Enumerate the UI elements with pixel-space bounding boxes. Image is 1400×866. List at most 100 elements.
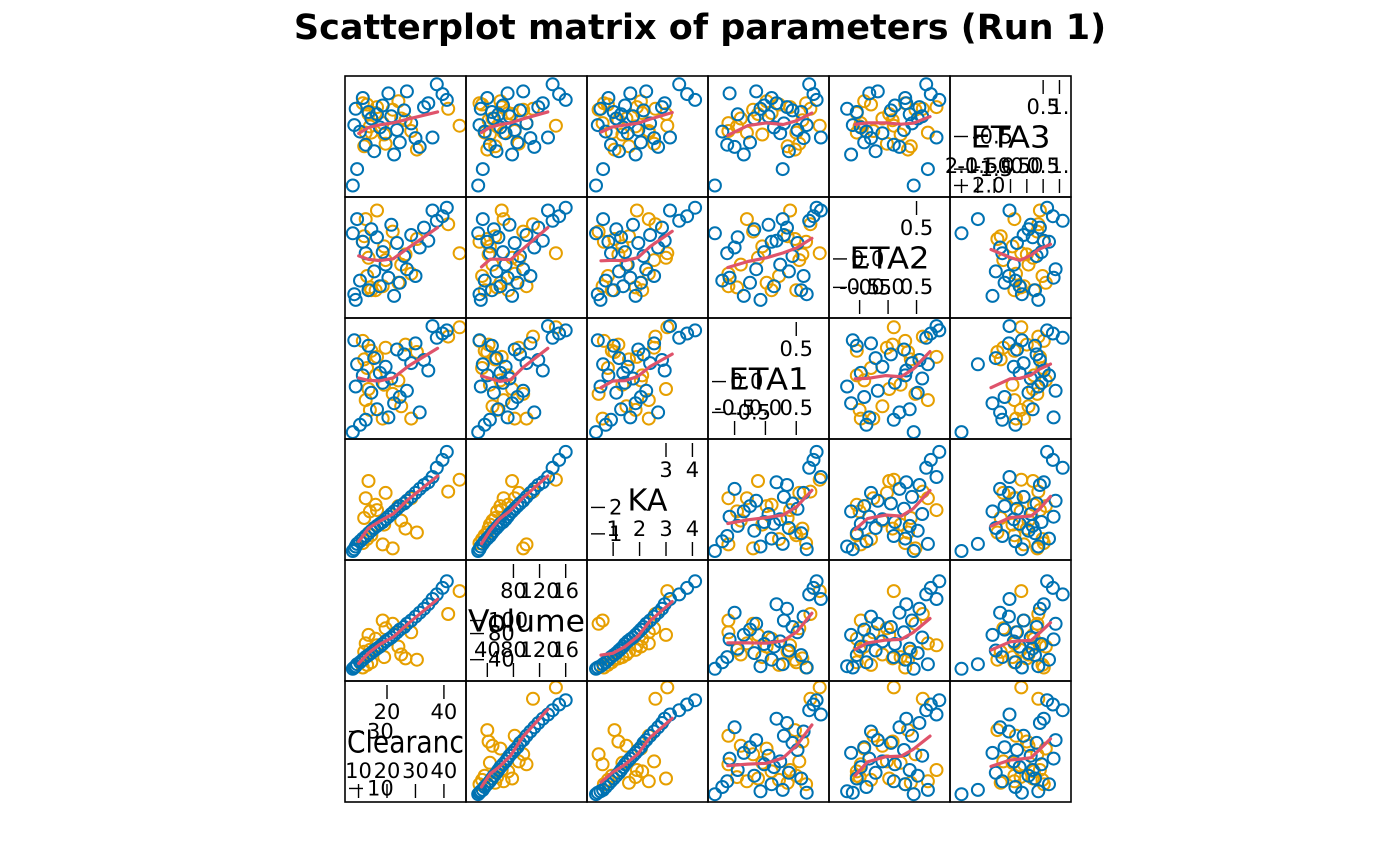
data-point-group2 — [915, 507, 930, 521]
data-point-group2 — [906, 787, 921, 802]
data-point-group1 — [660, 584, 675, 599]
tick-label: 40 — [488, 648, 515, 672]
data-point-group2 — [868, 643, 883, 658]
data-point-group2 — [727, 605, 742, 620]
data-point-group2 — [1010, 743, 1024, 757]
data-point-group1 — [783, 203, 798, 218]
data-point-group2 — [722, 86, 737, 101]
data-point-group2 — [489, 264, 504, 279]
data-point-group1 — [929, 638, 944, 653]
data-point-group2 — [886, 137, 901, 152]
data-point-group1 — [898, 536, 913, 551]
data-point-group2 — [776, 228, 791, 242]
tick-label: 1 — [609, 522, 622, 546]
data-point-group2 — [813, 130, 828, 145]
data-point-group1 — [920, 393, 935, 408]
smoother-line — [853, 616, 932, 651]
data-point-group1 — [409, 652, 424, 667]
data-point-group2 — [844, 396, 859, 411]
data-point-group2 — [813, 470, 828, 484]
data-point-group2 — [910, 523, 925, 538]
data-point-group2 — [757, 98, 772, 113]
data-point-group2 — [902, 107, 917, 122]
data-point-group1 — [591, 386, 606, 401]
data-point-group2 — [1029, 347, 1044, 362]
data-point-group2 — [541, 203, 555, 218]
data-point-group2 — [1042, 234, 1056, 249]
tick-label: 0.0 — [749, 396, 782, 420]
data-point-group2 — [802, 77, 817, 92]
tick-label: 1. — [1049, 95, 1069, 119]
data-point-group2 — [899, 711, 914, 726]
data-point-group2 — [920, 536, 935, 551]
data-point-group2 — [799, 542, 814, 557]
data-point-group1 — [721, 728, 736, 743]
data-point-group2 — [875, 754, 890, 769]
tick-label: 2.0 — [972, 173, 1005, 197]
data-point-group2 — [663, 319, 677, 334]
data-point-group2 — [715, 780, 730, 794]
data-point-group2 — [781, 643, 796, 658]
data-point-group1 — [619, 738, 634, 753]
data-point-group1 — [660, 118, 675, 133]
data-point-group2 — [1016, 613, 1031, 628]
data-point-group1 — [885, 521, 900, 536]
data-point-group2 — [439, 200, 454, 215]
tick-label: 2 — [633, 517, 646, 541]
data-point-group2 — [475, 357, 490, 372]
data-point-group2 — [552, 452, 567, 467]
data-point-group2 — [794, 648, 809, 663]
data-point-group2 — [1002, 203, 1017, 218]
panel-border — [586, 196, 709, 319]
data-point-group2 — [864, 724, 878, 739]
data-point-group2 — [809, 444, 824, 459]
data-point-group2 — [727, 481, 742, 496]
data-point-group2 — [589, 178, 603, 193]
data-point-group2 — [353, 417, 367, 432]
variable-label-volume: Volume — [468, 605, 585, 640]
data-point-group1 — [375, 613, 390, 628]
data-point-group2 — [541, 130, 555, 145]
smoother-line — [479, 226, 550, 269]
data-point-group2 — [840, 101, 855, 116]
data-point-group2 — [954, 661, 969, 676]
data-point-group1 — [377, 239, 392, 254]
data-point-group2 — [633, 135, 648, 150]
data-point-group1 — [629, 349, 644, 364]
data-point-group2 — [954, 787, 969, 802]
data-point-group2 — [404, 356, 419, 371]
data-point-group2 — [870, 493, 885, 508]
data-point-group2 — [589, 661, 603, 676]
data-point-group1 — [485, 738, 500, 753]
data-point-group1 — [441, 101, 456, 116]
data-point-group1 — [641, 774, 656, 789]
data-point-group2 — [609, 385, 624, 400]
data-point-group1 — [647, 754, 662, 769]
data-point-group2 — [502, 217, 517, 232]
data-point-group2 — [1001, 609, 1016, 624]
data-point-group2 — [905, 489, 919, 504]
data-point-group2 — [364, 111, 379, 126]
data-point-group2 — [859, 124, 874, 139]
data-point-group2 — [796, 269, 811, 283]
data-point-group2 — [345, 661, 360, 676]
data-point-group2 — [736, 627, 751, 642]
data-point-group2 — [500, 86, 515, 101]
data-point-group1 — [378, 136, 393, 151]
data-point-group1 — [526, 691, 540, 706]
data-point-group2 — [844, 627, 859, 642]
data-point-group2 — [1014, 660, 1029, 675]
data-point-group2 — [932, 574, 947, 589]
data-point-group2 — [1025, 402, 1040, 417]
data-point-group2 — [417, 100, 431, 115]
data-point-group2 — [516, 84, 531, 99]
data-point-group2 — [523, 131, 538, 146]
data-point-group2 — [589, 425, 603, 440]
data-point-group2 — [997, 499, 1012, 514]
panel-volume-vs-eta2 — [828, 559, 951, 682]
data-point-group1 — [885, 337, 900, 352]
data-point-group1 — [441, 484, 456, 499]
data-point-group2 — [993, 405, 1008, 420]
data-point-group2 — [663, 130, 677, 145]
